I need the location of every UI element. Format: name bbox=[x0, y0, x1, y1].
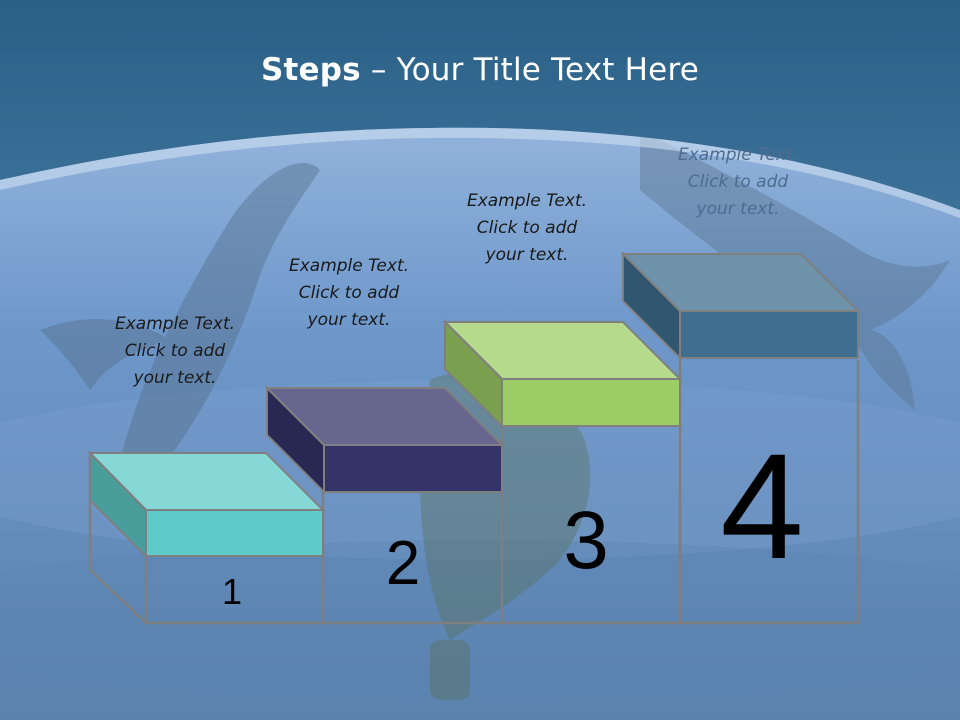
dolphin-silhouette-right bbox=[640, 130, 950, 410]
step-number-1: 1 bbox=[222, 571, 242, 612]
caption-line: your text. bbox=[696, 199, 780, 219]
caption-line: Example Text. bbox=[677, 145, 799, 165]
step-block-2[interactable] bbox=[264, 385, 505, 495]
step-number-2: 2 bbox=[386, 529, 420, 598]
step-3-front bbox=[501, 378, 681, 427]
slide-title-bold: Steps bbox=[260, 52, 361, 88]
slide-title-text: – Your Title Text Here bbox=[360, 52, 699, 88]
caption-line: your text. bbox=[307, 310, 391, 330]
caption-line: your text. bbox=[485, 245, 569, 265]
step-caption-3[interactable]: Example Text. Click to add your text. bbox=[432, 188, 622, 269]
step-block-4[interactable] bbox=[620, 251, 861, 361]
step-block-3[interactable] bbox=[442, 319, 683, 429]
caption-line: Click to add bbox=[124, 341, 226, 361]
step-number-3: 3 bbox=[563, 495, 609, 586]
step-caption-4[interactable]: Example Text. Click to add your text. bbox=[643, 142, 833, 223]
caption-line: Click to add bbox=[476, 218, 578, 238]
step-number-4: 4 bbox=[720, 422, 803, 590]
caption-line: Example Text. bbox=[288, 256, 410, 276]
step-caption-1[interactable]: Example Text. Click to add your text. bbox=[80, 311, 270, 392]
caption-line: your text. bbox=[133, 368, 217, 388]
step-block-1[interactable] bbox=[87, 450, 326, 559]
step-2-front bbox=[323, 444, 503, 493]
slide-title: Steps – Your Title Text Here bbox=[0, 52, 960, 88]
step-caption-2[interactable]: Example Text. Click to add your text. bbox=[254, 253, 444, 334]
caption-line: Click to add bbox=[298, 283, 400, 303]
step-1-front bbox=[145, 509, 324, 557]
caption-line: Example Text. bbox=[466, 191, 588, 211]
caption-line: Example Text. bbox=[114, 314, 236, 334]
step-4-front bbox=[679, 310, 859, 359]
dolphin-silhouette-left bbox=[40, 163, 320, 470]
caption-line: Click to add bbox=[687, 172, 789, 192]
